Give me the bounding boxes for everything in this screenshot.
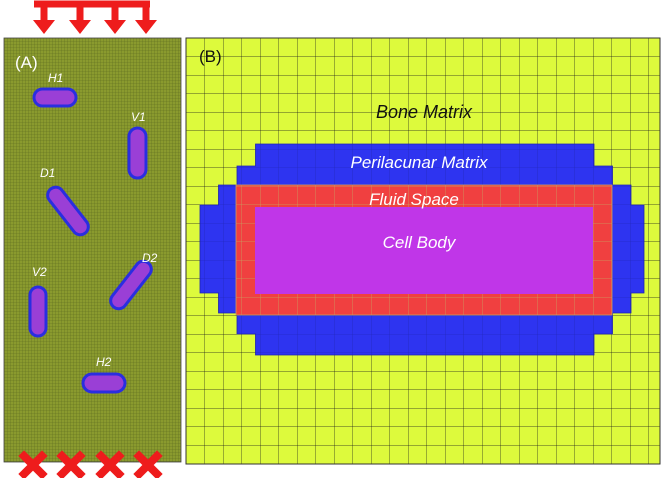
fixed-support-cross-icon [56, 450, 86, 478]
fixed-supports [18, 450, 163, 478]
load-arrows [33, 0, 157, 34]
lacuna-d1: D1 [40, 166, 90, 237]
lacuna-label-v2: V2 [32, 265, 47, 279]
load-arrow-icon [33, 4, 55, 34]
lacuna-h1: H1 [32, 71, 78, 108]
cell-body-region [255, 207, 593, 294]
bone-matrix-label: Bone Matrix [376, 102, 473, 122]
load-arrow-icon [104, 4, 126, 34]
cell-body-label: Cell Body [383, 233, 457, 252]
lacuna-label-d1: D1 [40, 166, 55, 180]
fixed-support-cross-icon [133, 450, 163, 478]
lacuna-label-h1: H1 [48, 71, 63, 85]
lacuna-label-h2: H2 [96, 355, 112, 369]
fixed-support-cross-icon [18, 450, 48, 478]
panel-a: (A) H1 [3, 0, 182, 478]
lacuna-v2: V2 [28, 265, 48, 338]
lacuna-d2: D2 [109, 251, 158, 311]
fluid-space-label: Fluid Space [369, 190, 459, 209]
perilacunar-matrix-label: Perilacunar Matrix [351, 153, 488, 172]
panel-a-label: (A) [15, 53, 38, 72]
panel-b: (B) Bone Matrix Perilacunar Matrix Fluid… [185, 37, 661, 465]
fixed-support-cross-icon [95, 450, 125, 478]
lacuna-label-v1: V1 [131, 110, 146, 124]
load-arrow-icon [69, 4, 91, 34]
load-arrow-icon [135, 4, 157, 34]
panel-a-mesh [3, 37, 182, 463]
lacuna-v1: V1 [127, 110, 148, 180]
panel-b-label: (B) [199, 47, 222, 66]
lacuna-label-d2: D2 [142, 251, 158, 265]
lacuna-h2: H2 [81, 355, 127, 394]
